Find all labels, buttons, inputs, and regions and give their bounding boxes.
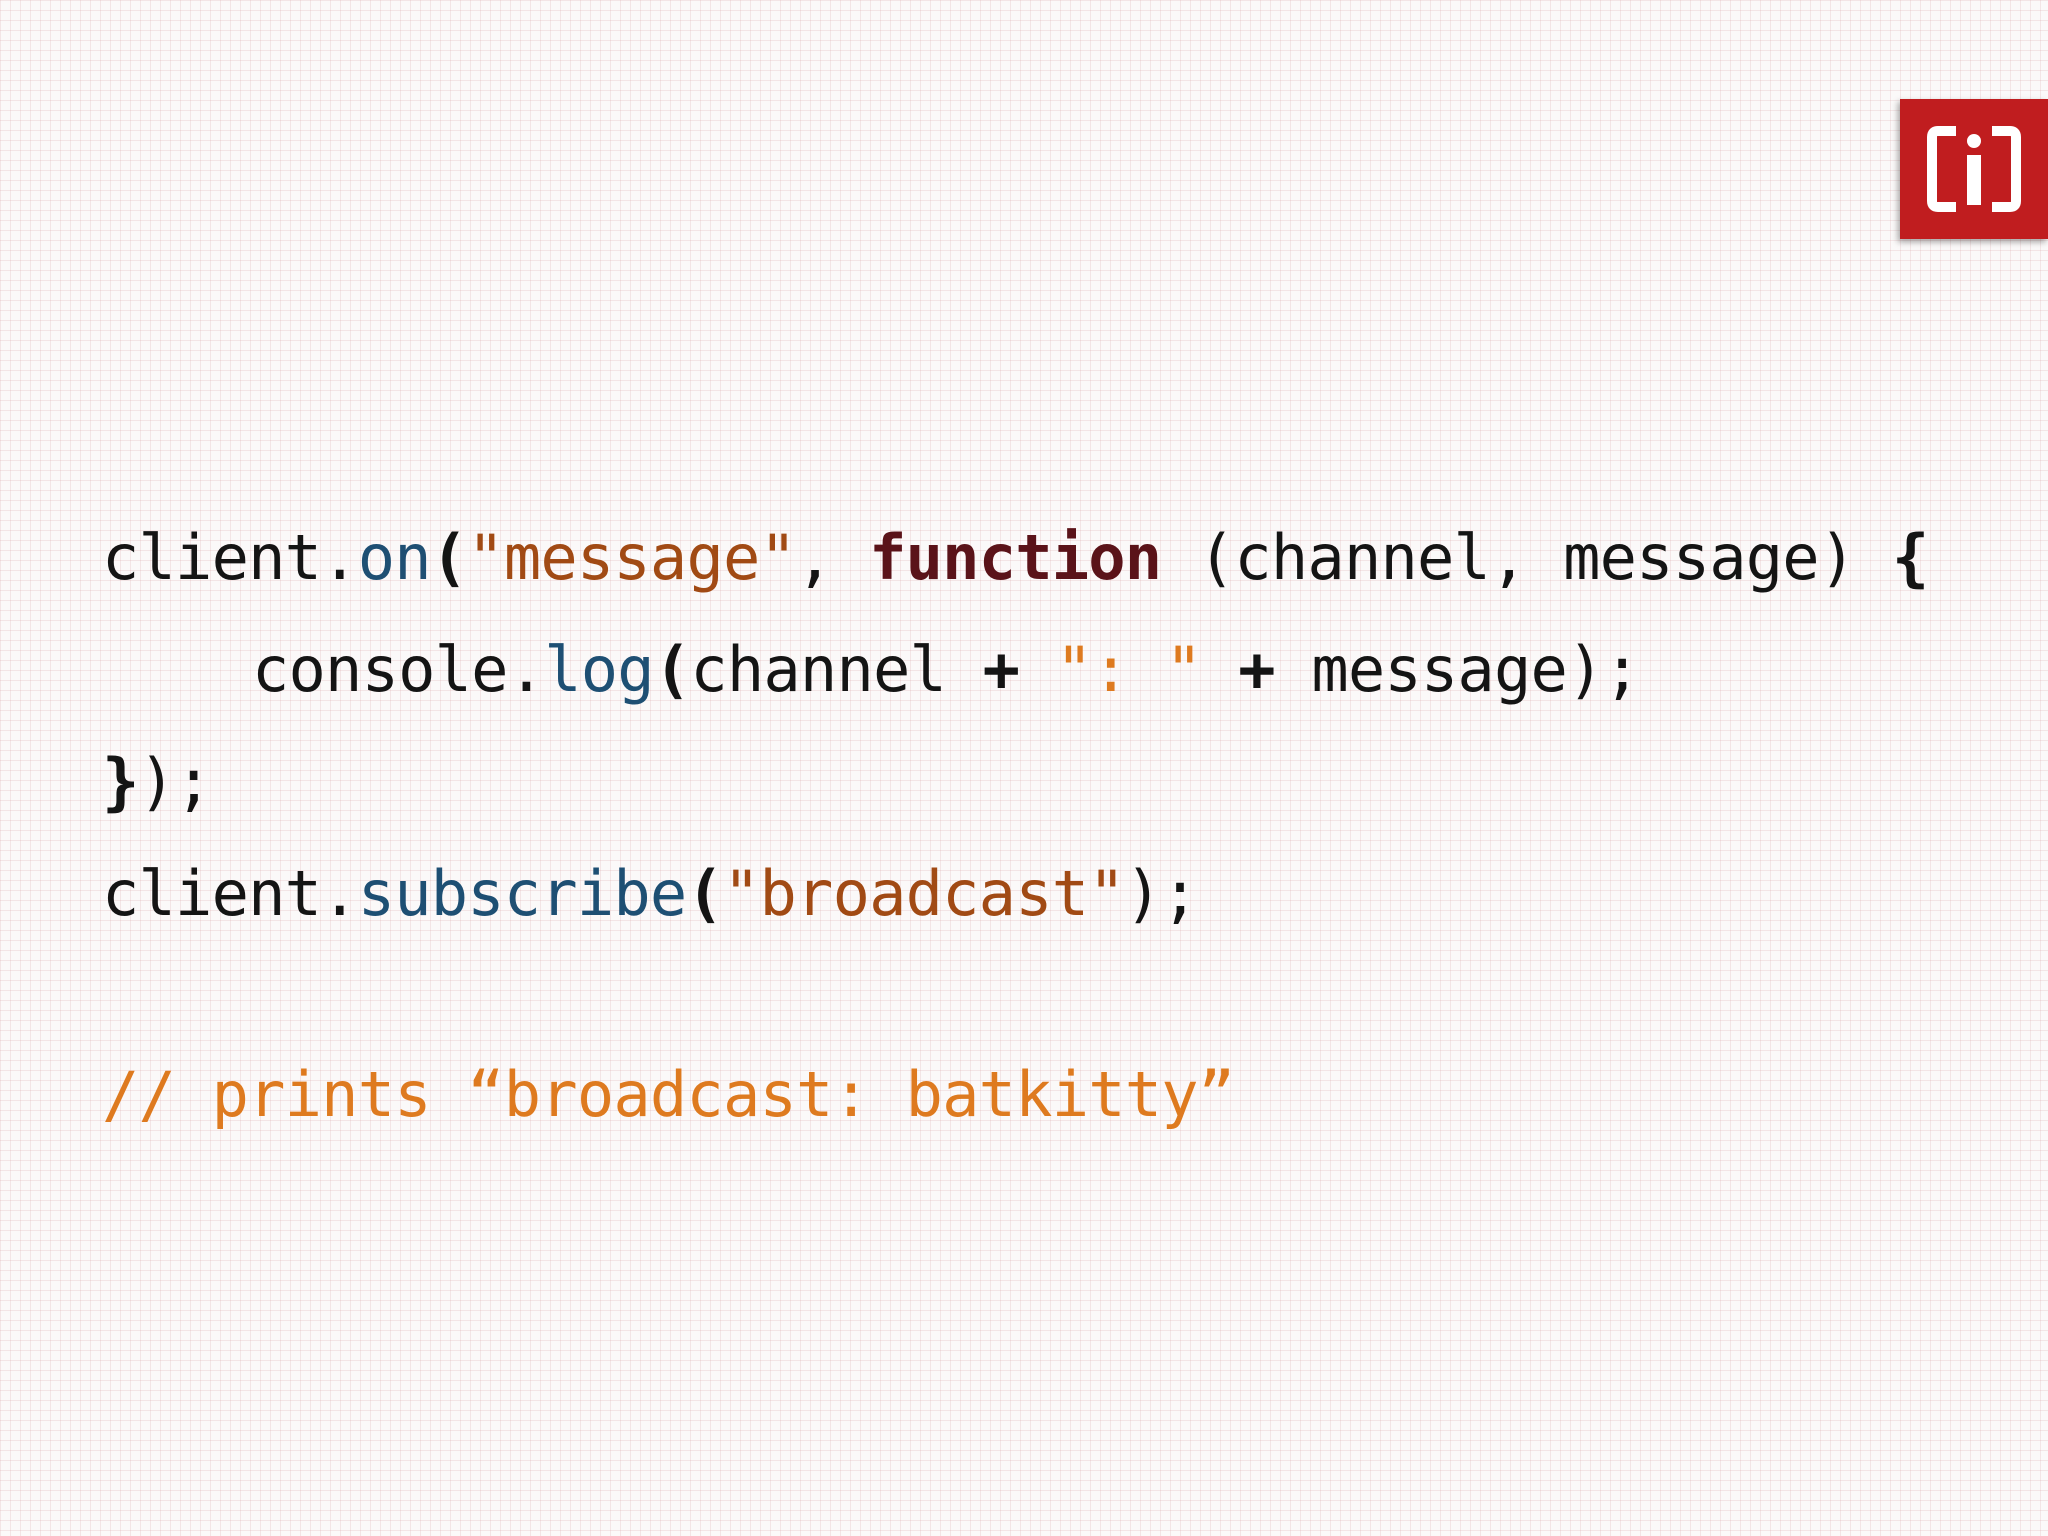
- code-token: (: [686, 857, 723, 930]
- code-token: client.: [102, 857, 359, 930]
- code-token: (: [430, 521, 468, 594]
- code-line-3: });: [102, 726, 212, 838]
- code-line-4: client.subscribe("broadcast");: [102, 838, 1199, 950]
- code-token-string: "message": [467, 521, 797, 594]
- code-line-2: console.log(channel + ": " + message);: [102, 614, 1641, 726]
- code-comment: // prints “broadcast: batkitty”: [102, 1058, 1235, 1131]
- code-token: channel: [690, 633, 983, 706]
- code-token-method: log: [544, 633, 654, 706]
- code-token: );: [138, 745, 213, 818]
- code-token-keyword: function: [869, 521, 1162, 594]
- code-token-method: on: [357, 521, 432, 594]
- code-token: [1019, 633, 1056, 706]
- code-token: message);: [1274, 633, 1641, 706]
- code-token: }: [102, 745, 139, 818]
- code-token: (channel, message): [1161, 521, 1892, 594]
- logo-glyph: [1927, 126, 2021, 212]
- code-block: client.on("message", function (channel, …: [102, 0, 1929, 1131]
- code-token-string: ": ": [1055, 633, 1203, 706]
- code-line-1: client.on("message", function (channel, …: [102, 502, 1929, 614]
- code-token: [1202, 633, 1239, 706]
- code-token: console.: [252, 633, 545, 706]
- code-token: );: [1124, 857, 1199, 930]
- code-token: {: [1891, 521, 1929, 594]
- code-token: client.: [102, 521, 359, 594]
- bracket-i-logo-icon: [1900, 99, 2048, 239]
- code-token: (: [653, 633, 691, 706]
- code-token: +: [1238, 633, 1275, 706]
- code-token-method: subscribe: [357, 857, 688, 930]
- code-token: ,: [796, 521, 870, 594]
- code-token-string: "broadcast": [722, 857, 1126, 930]
- code-token: +: [982, 633, 1020, 706]
